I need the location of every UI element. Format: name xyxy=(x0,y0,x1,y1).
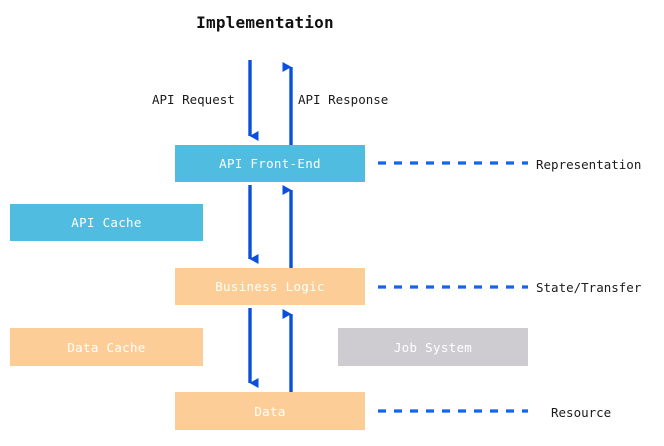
side-label-state-transfer: State/Transfer xyxy=(536,280,642,295)
node-label: Job System xyxy=(393,339,473,355)
node-business-logic[interactable]: Business Logic xyxy=(175,268,365,305)
node-data-cache[interactable]: Data Cache xyxy=(10,328,203,366)
node-label: API Front-End xyxy=(219,156,321,171)
side-label-representation: Representation xyxy=(536,157,642,172)
flow-label-api-response: API Response xyxy=(298,92,389,107)
node-job-system[interactable]: Job System xyxy=(338,328,528,366)
node-api-front-end[interactable]: API Front-End xyxy=(175,145,365,182)
node-api-cache[interactable]: API Cache xyxy=(10,204,203,241)
node-label: API Cache xyxy=(71,215,142,230)
node-data[interactable]: Data xyxy=(175,392,365,430)
node-label: Data xyxy=(254,403,286,419)
side-label-resource: Resource xyxy=(551,405,612,420)
diagram-title: Implementation xyxy=(196,13,334,32)
flow-label-api-request: API Request xyxy=(152,92,235,107)
node-label: Data Cache xyxy=(67,339,146,355)
node-label: Business Logic xyxy=(215,279,325,294)
